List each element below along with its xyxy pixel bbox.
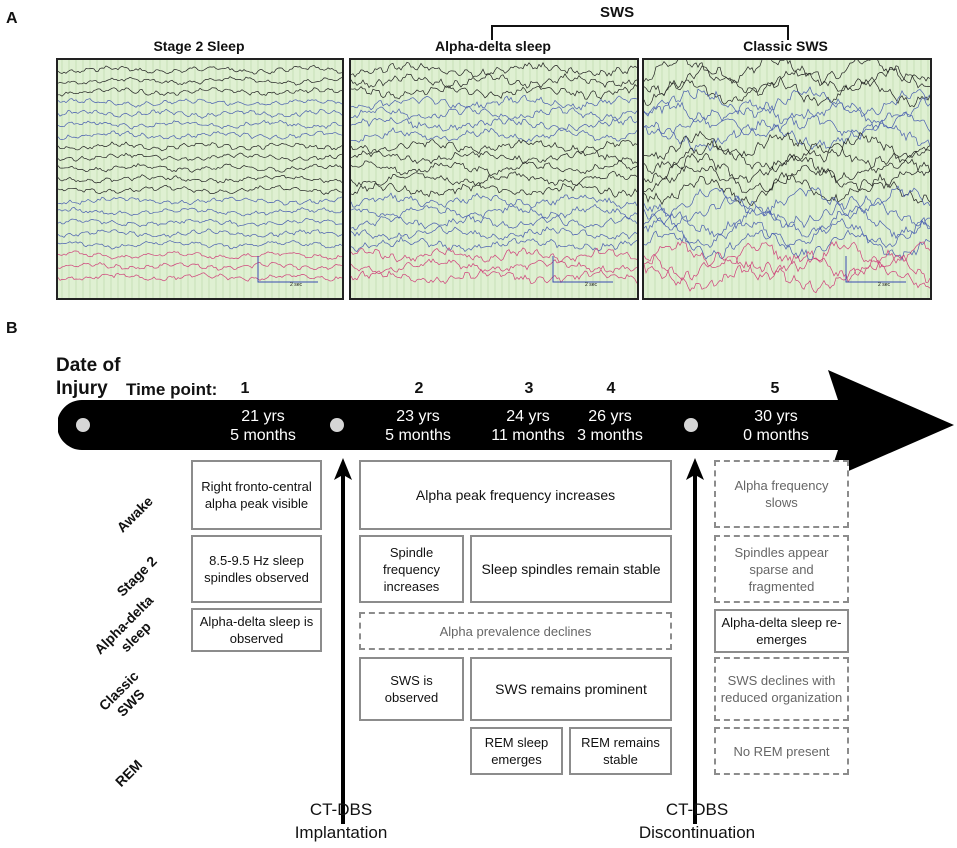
date-of-injury-label: Date of Injury	[56, 355, 121, 399]
box-tp5-sws: SWS declines with reduced organization	[714, 657, 849, 721]
box-tp1-awake: Right fronto-central alpha peak visible	[191, 460, 322, 530]
timepoint-number-3: 3	[524, 380, 534, 397]
box-tp5-stage2: Spindles appear sparse and fragmented	[714, 535, 849, 603]
scale-time-label: 2 sec	[878, 282, 890, 288]
scale-time-label: 2 sec	[585, 282, 597, 288]
timepoint-dot-implant	[330, 418, 344, 432]
panel-letter-a: A	[6, 10, 18, 27]
eeg-panel-classic-sws: 2 sec	[642, 58, 932, 300]
eeg-title-alpha-delta: Alpha-delta sleep	[435, 38, 551, 54]
box-tp5-awake: Alpha frequency slows	[714, 460, 849, 528]
timeline-arrow	[58, 370, 954, 480]
row-label-rem: REM	[111, 756, 146, 790]
box-tp2-stage2: Spindle frequency increases	[359, 535, 464, 603]
time-point-label: Time point:	[126, 380, 218, 399]
sws-bracket-label: SWS	[600, 4, 635, 21]
box-tp2-sws: SWS is observed	[359, 657, 464, 721]
box-tp5-rem: No REM present	[714, 727, 849, 775]
box-tp1-alpha-delta: Alpha-delta sleep is observed	[191, 608, 322, 652]
eeg-title-classic-sws: Classic SWS	[743, 38, 828, 54]
timepoint-number-5: 5	[770, 380, 780, 397]
box-tp34-sws: SWS remains prominent	[470, 657, 672, 721]
panel-letter-b: B	[6, 320, 18, 337]
timepoint-number-2: 2	[414, 380, 424, 397]
eeg-panel-alpha-delta: 2 sec	[349, 58, 639, 300]
discontinuation-arrow	[686, 458, 704, 824]
box-tp34-stage2: Sleep spindles remain stable	[470, 535, 672, 603]
timepoint-dot-injury	[76, 418, 90, 432]
implantation-arrow	[334, 458, 352, 824]
timepoint-number-1: 1	[240, 380, 250, 397]
box-tp1-stage2: 8.5-9.5 Hz sleep spindles observed	[191, 535, 322, 603]
row-label-classic-sws: Classic SWS	[95, 667, 148, 720]
eeg-panel-stage2: 2 sec	[56, 58, 344, 300]
box-tp3-rem: REM sleep emerges	[470, 727, 563, 775]
box-mid-alpha-delta: Alpha prevalence declines	[359, 612, 672, 650]
eeg-title-stage2: Stage 2 Sleep	[153, 38, 245, 54]
sws-bracket	[491, 25, 789, 40]
scale-time-label: 2 sec	[290, 282, 302, 288]
timepoint-number-4: 4	[606, 380, 616, 397]
box-tp5-alpha-delta: Alpha-delta sleep re-emerges	[714, 609, 849, 653]
timepoint-dot-discontinuation	[684, 418, 698, 432]
box-tp4-rem: REM remains stable	[569, 727, 672, 775]
box-mid-awake: Alpha peak frequency increases	[359, 460, 672, 530]
